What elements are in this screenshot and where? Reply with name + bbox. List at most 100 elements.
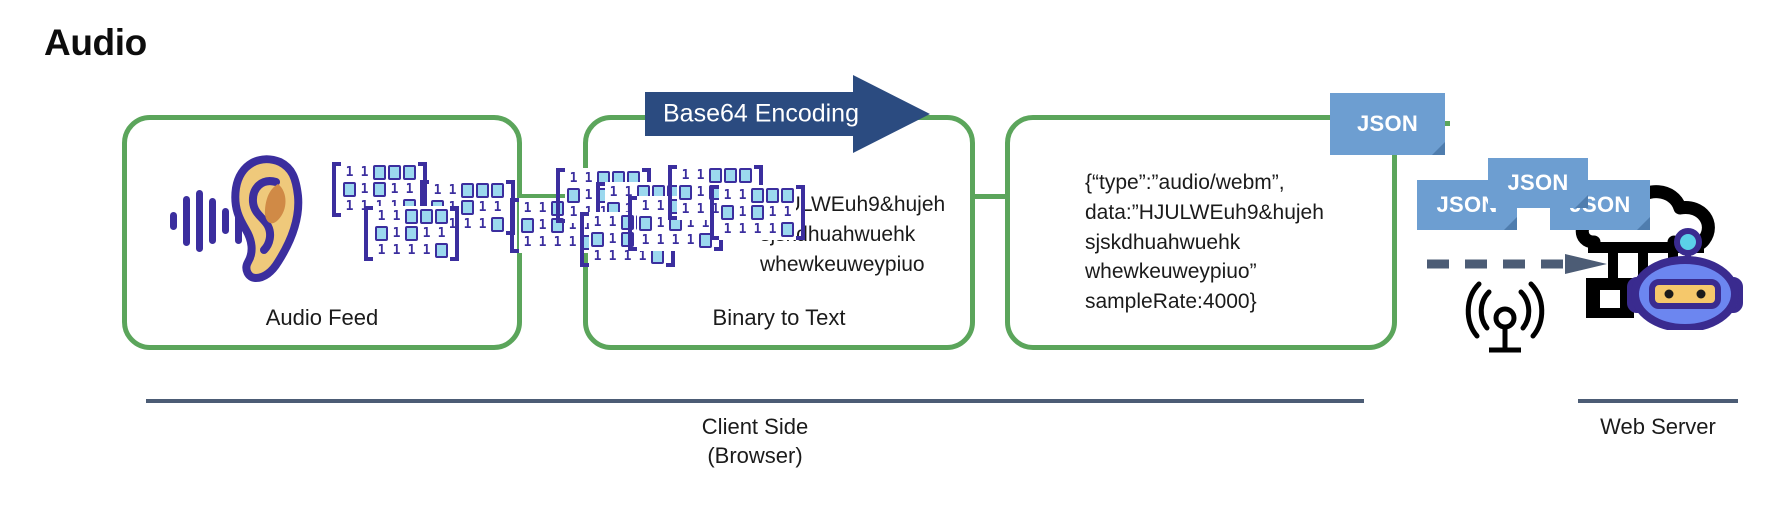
binary-row: 01011 [343, 182, 416, 197]
binary-bit-one: 1 [390, 182, 399, 197]
json-card-left-label: JSON [1436, 192, 1498, 217]
binary-rows: 110000101111110 [719, 185, 796, 240]
binary-bit-one: 1 [523, 201, 532, 216]
binary-bit-zero: 0 [420, 209, 433, 224]
base64-encoding-arrow: Base64 Encoding [645, 75, 930, 153]
wireless-antenna-icon [1455, 280, 1555, 355]
binary-row: 01011 [375, 226, 448, 241]
binary-bit-zero: 0 [724, 168, 737, 183]
base64-output-text: HJULWEuh9&hujeh sjskdhuahwuehk whewkeuwe… [760, 193, 946, 276]
binary-bracket-left [332, 162, 341, 217]
binary-bit-one: 1 [523, 235, 532, 250]
binary-bit-zero: 0 [766, 188, 779, 203]
binary-bit-zero: 0 [567, 188, 580, 203]
binary-bracket-left [668, 165, 677, 220]
binary-bit-one: 1 [392, 209, 401, 224]
binary-bit-one: 1 [701, 216, 710, 231]
binary-bit-one: 1 [656, 216, 665, 231]
binary-bit-one: 1 [768, 222, 777, 237]
binary-bit-one: 1 [538, 235, 547, 250]
binary-bit-one: 1 [538, 201, 547, 216]
bracket-client-side [146, 375, 1364, 403]
binary-bracket-right [796, 185, 805, 240]
binary-bit-one: 1 [686, 233, 695, 248]
json-payload-text: {“type”:”audio/webm”, data:”HJULWEuh9&hu… [1085, 171, 1324, 314]
cloud-server-robot-icon [1570, 180, 1750, 332]
stage-audio-feed-label: Audio Feed [265, 305, 379, 330]
binary-bracket-left [710, 185, 719, 240]
binary-row: 11110 [591, 249, 664, 264]
binary-bit-one: 1 [638, 249, 647, 264]
page-title: Audio [44, 22, 147, 63]
base64-encoding-label: Base64 Encoding [663, 99, 859, 128]
binary-bit-one: 1 [738, 205, 747, 220]
binary-bit-one: 1 [696, 168, 705, 183]
binary-block: 110000101111110 [710, 185, 805, 240]
binary-bit-one: 1 [671, 233, 680, 248]
binary-bit-zero: 0 [373, 165, 386, 180]
binary-bit-zero: 0 [461, 183, 474, 198]
binary-bracket-left [556, 168, 565, 223]
binary-bit-one: 1 [392, 243, 401, 258]
binary-bit-zero: 0 [739, 168, 752, 183]
binary-bit-one: 1 [783, 205, 792, 220]
binary-row: 01011 [721, 205, 794, 220]
binary-bit-one: 1 [448, 217, 457, 232]
binary-bit-one: 1 [360, 182, 369, 197]
binary-bit-zero: 0 [491, 217, 504, 232]
binary-bit-one: 1 [623, 249, 632, 264]
binary-bit-one: 1 [463, 217, 472, 232]
binary-bracket-left [580, 212, 589, 267]
binary-bit-zero: 0 [781, 222, 794, 237]
json-card-main: JSON [1330, 93, 1445, 155]
binary-bit-zero: 0 [699, 233, 712, 248]
binary-bit-one: 1 [422, 226, 431, 241]
binary-bit-zero: 0 [435, 209, 448, 224]
json-card-top: JSON [1488, 158, 1588, 208]
binary-bit-zero: 0 [781, 188, 794, 203]
binary-bit-one: 1 [569, 205, 578, 220]
binary-bit-one: 1 [609, 185, 618, 200]
binary-bit-one: 1 [624, 185, 633, 200]
binary-bit-one: 1 [448, 183, 457, 198]
dashed-transfer-arrow-icon [1425, 253, 1607, 275]
connector-audio-to-binary [519, 194, 587, 199]
binary-bit-zero: 0 [639, 216, 652, 231]
binary-bit-one: 1 [437, 226, 446, 241]
ear-with-soundwave-icon [168, 150, 308, 295]
json-card-main-label: JSON [1356, 111, 1419, 136]
binary-bit-one: 1 [568, 235, 577, 250]
binary-bit-zero: 0 [343, 182, 356, 197]
binary-bit-one: 1 [392, 226, 401, 241]
binary-row: 11110 [639, 233, 712, 248]
binary-bit-zero: 0 [375, 226, 388, 241]
binary-bracket-left [628, 196, 637, 251]
binary-bit-zero: 0 [751, 188, 764, 203]
binary-bit-one: 1 [681, 168, 690, 183]
binary-bit-one: 1 [405, 182, 414, 197]
binary-bit-one: 1 [584, 171, 593, 186]
binary-bracket-left [364, 206, 373, 261]
binary-bit-zero: 0 [476, 183, 489, 198]
binary-bit-one: 1 [738, 188, 747, 203]
binary-bit-one: 1 [377, 243, 386, 258]
binary-row: 11000 [721, 188, 794, 203]
binary-row: 11110 [375, 243, 448, 258]
binary-row: 01011 [639, 216, 712, 231]
binary-bit-zero: 0 [461, 200, 474, 215]
binary-bit-one: 1 [345, 165, 354, 180]
stage-binary-to-text-label: Binary to Text [712, 305, 846, 330]
binary-bit-zero: 0 [405, 209, 418, 224]
binary-bit-one: 1 [593, 215, 602, 230]
binary-bit-zero: 0 [373, 182, 386, 197]
binary-bit-one: 1 [711, 202, 720, 217]
binary-bit-one: 1 [377, 209, 386, 224]
binary-bit-one: 1 [753, 222, 762, 237]
binary-bit-one: 1 [641, 233, 650, 248]
binary-bit-one: 1 [696, 202, 705, 217]
binary-bit-zero: 0 [651, 249, 664, 264]
binary-bit-one: 1 [478, 200, 487, 215]
binary-bit-one: 1 [583, 218, 592, 233]
binary-block: 110000101111110 [364, 206, 459, 261]
bracket-web-server-label: Web Server [1600, 414, 1716, 439]
